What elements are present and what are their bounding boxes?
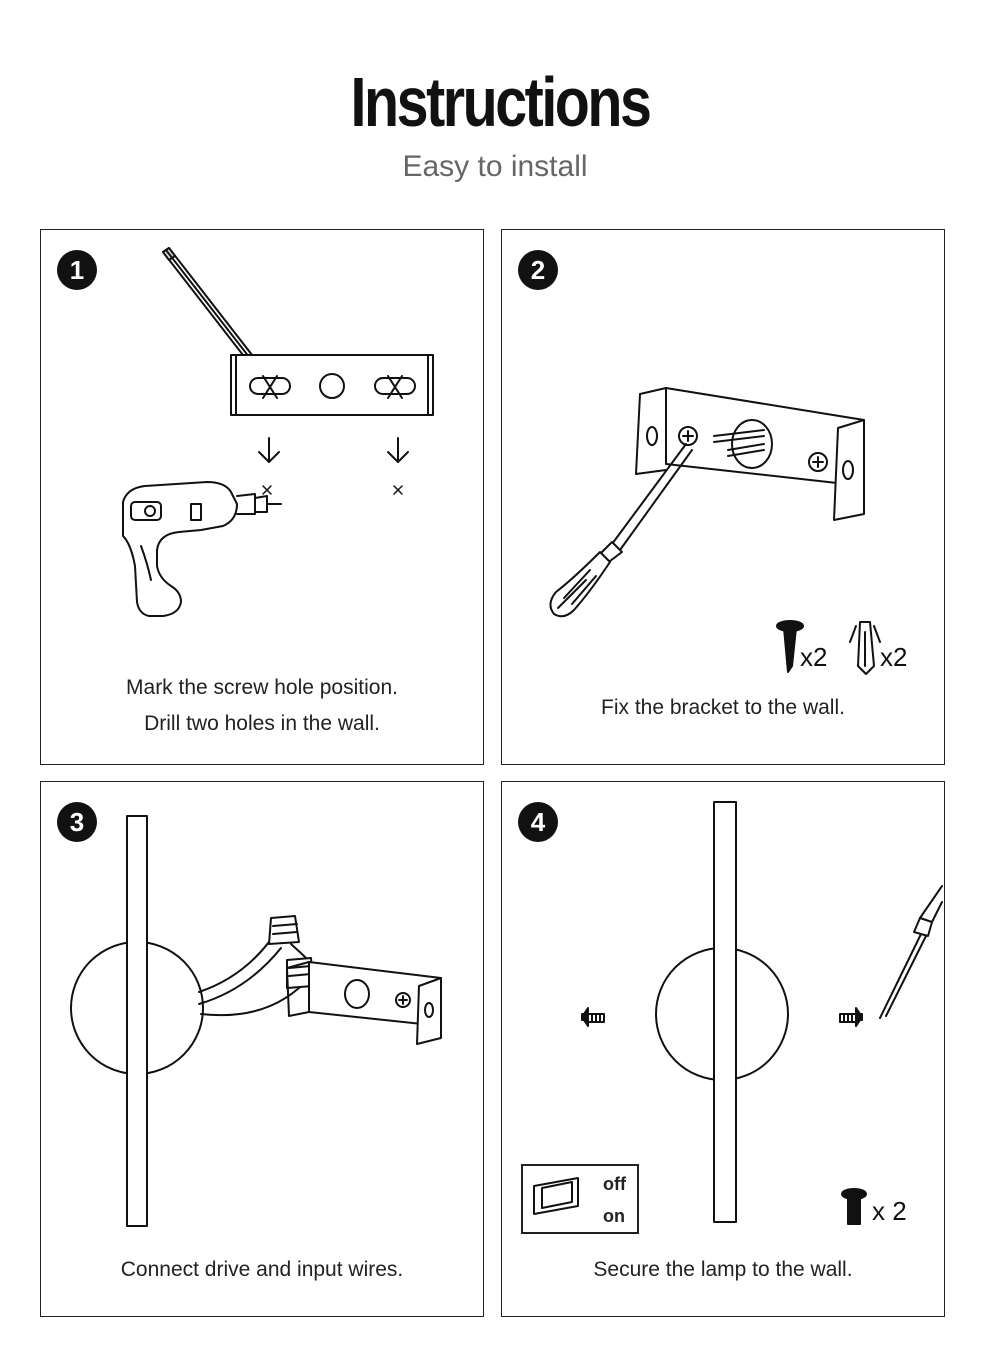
screw-icon: [581, 1007, 605, 1027]
switch-on-label: on: [603, 1206, 625, 1226]
step-3-caption: Connect drive and input wires.: [120, 1258, 404, 1281]
switch-box: [521, 1164, 639, 1234]
step-number-badge: 2: [518, 250, 558, 290]
bracket-icon: [635, 387, 865, 521]
lamp-icon: [70, 815, 204, 1227]
lamp-icon: [655, 801, 789, 1223]
step-4-panel: 4: [501, 781, 945, 1317]
screw-quantity: x 2: [872, 1196, 907, 1226]
step-3-illustration: [70, 815, 442, 1227]
step-number-badge: 4: [518, 802, 558, 842]
screw-icon: [776, 620, 804, 673]
wall-anchor-icon: [849, 621, 881, 675]
step-2-caption: Fix the bracket to the wall.: [601, 696, 845, 719]
bracket-icon: [286, 961, 442, 1045]
page-subtitle: Easy to install: [402, 150, 588, 183]
step-number-badge: 3: [57, 802, 97, 842]
page-title: Instructions: [350, 63, 652, 141]
step-1-caption-line-1: Mark the screw hole position.: [126, 676, 398, 699]
step-1-panel: 1: [40, 229, 484, 765]
bracket-icon: [230, 354, 434, 416]
step-1-caption-line-2: Drill two holes in the wall.: [144, 712, 380, 735]
screwdriver-icon: [879, 885, 943, 1019]
screwdriver-icon: [549, 443, 693, 618]
step-2-panel: 2: [501, 229, 945, 765]
step-1-illustration: [122, 247, 434, 617]
drill-icon: [122, 481, 282, 617]
screw-quantity: x2: [800, 642, 828, 672]
anchor-quantity: x2: [880, 642, 908, 672]
step-4-caption: Secure the lamp to the wall.: [593, 1258, 853, 1281]
step-3-panel: 3: [40, 781, 484, 1317]
switch-icon: [533, 1177, 579, 1215]
screw-icon: [839, 1007, 863, 1027]
screw-icon: [841, 1188, 867, 1225]
step-4-illustration: [533, 801, 943, 1225]
wire-connector-icon: [268, 915, 314, 989]
step-2-illustration: [549, 387, 881, 675]
step-number-badge: 1: [57, 250, 97, 290]
arrow-down-icon: [258, 437, 409, 463]
switch-off-label: off: [603, 1174, 626, 1194]
